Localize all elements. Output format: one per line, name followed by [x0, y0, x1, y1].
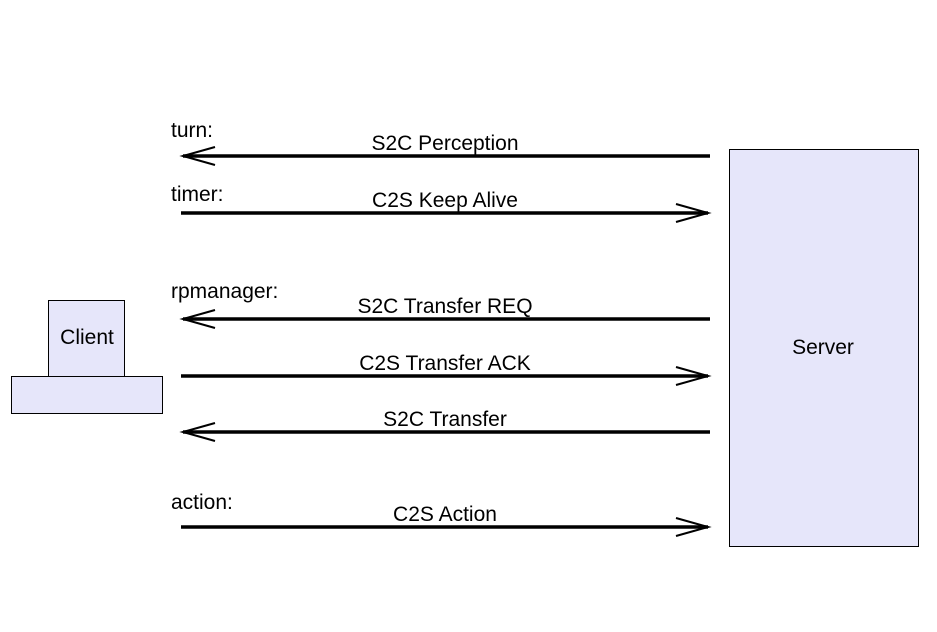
arrow-c2s-transfer-ack — [181, 366, 712, 386]
arrow-s2c-perception — [179, 146, 710, 166]
section-label-turn: turn: — [171, 119, 214, 142]
arrow-s2c-transfer-req — [179, 309, 710, 329]
client-monitor — [48, 300, 125, 377]
message-label-s2c-transfer-req: S2C Transfer REQ — [357, 295, 533, 318]
server-box — [729, 149, 919, 547]
server-label: Server — [792, 336, 854, 359]
message-label-c2s-transfer-ack: C2S Transfer ACK — [359, 352, 531, 375]
client-label: Client — [60, 326, 114, 349]
section-label-timer: timer: — [171, 183, 224, 206]
message-label-s2c-perception: S2C Perception — [371, 132, 519, 155]
arrow-s2c-transfer — [179, 422, 710, 442]
section-label-rpmanager: rpmanager: — [171, 280, 279, 303]
message-label-c2s-keep-alive: C2S Keep Alive — [372, 189, 518, 212]
arrow-c2s-action — [181, 517, 712, 537]
section-label-action: action: — [171, 491, 233, 514]
message-label-c2s-action: C2S Action — [393, 503, 497, 526]
client-base — [11, 376, 163, 414]
arrow-c2s-keep-alive — [181, 203, 712, 223]
message-label-s2c-transfer: S2C Transfer — [383, 408, 507, 431]
